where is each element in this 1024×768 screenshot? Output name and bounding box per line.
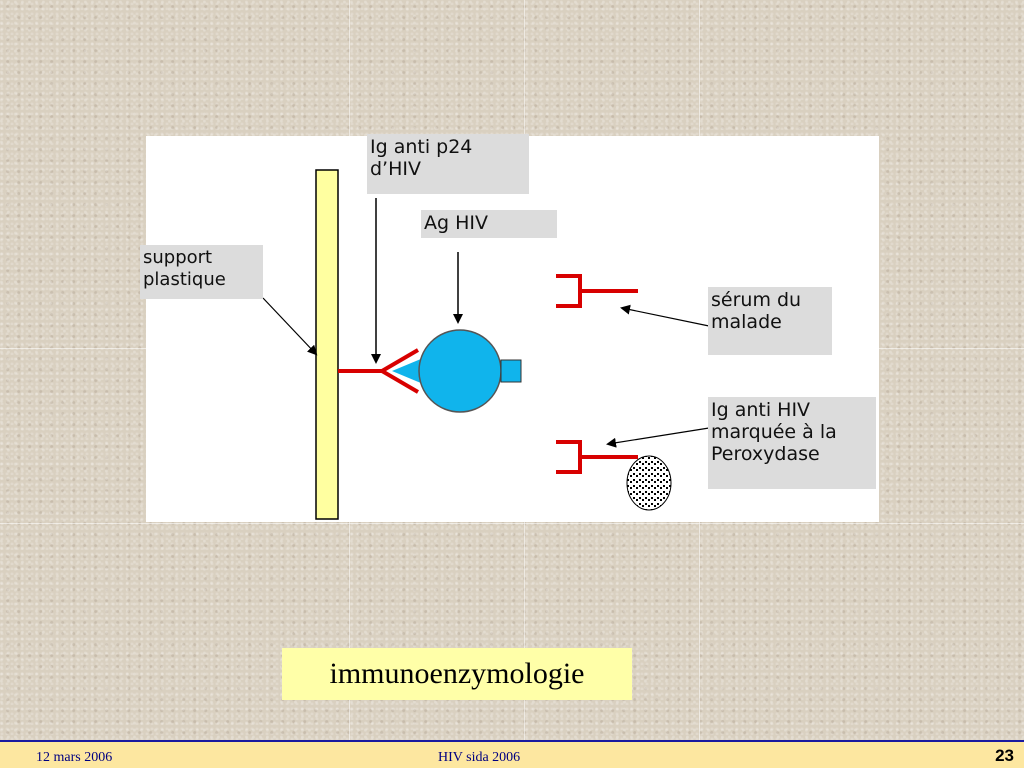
footer-title: HIV sida 2006: [438, 750, 521, 765]
plastic-support: [315, 169, 339, 520]
arrow-serum: [620, 304, 710, 327]
footer-date: 12 mars 2006: [36, 750, 113, 765]
arrow-support: [262, 297, 318, 356]
label-ig-anti-p24: Ig anti p24 d’HIV: [367, 134, 529, 194]
label-ig-anti-hiv-peroxydase: Ig anti HIV marquée à la Peroxydase: [708, 397, 876, 489]
label-ag-hiv: Ag HIV: [421, 210, 557, 238]
peroxidase-antibody: [556, 440, 672, 511]
arrow-peroxydase: [606, 427, 710, 448]
capture-antibody: [338, 348, 420, 394]
caption-text: immunoenzymologie: [329, 657, 585, 690]
label-support-plastique: support plastique: [140, 245, 263, 299]
serum-antibody: [556, 274, 638, 308]
peroxidase-enzyme: [626, 455, 672, 511]
diagram-panel: Ig anti p24 d’HIV Ag HIV support plastiq…: [140, 134, 879, 522]
hiv-antigen: [392, 329, 522, 413]
background-grid-line: [0, 523, 1024, 524]
elisa-diagram: [262, 169, 710, 520]
caption-box: immunoenzymologie: [282, 648, 632, 700]
page-number: 23: [995, 746, 1014, 765]
label-serum-du-malade: sérum du malade: [708, 287, 832, 355]
slide-footer: 12 mars 2006 HIV sida 2006 23: [0, 740, 1024, 768]
